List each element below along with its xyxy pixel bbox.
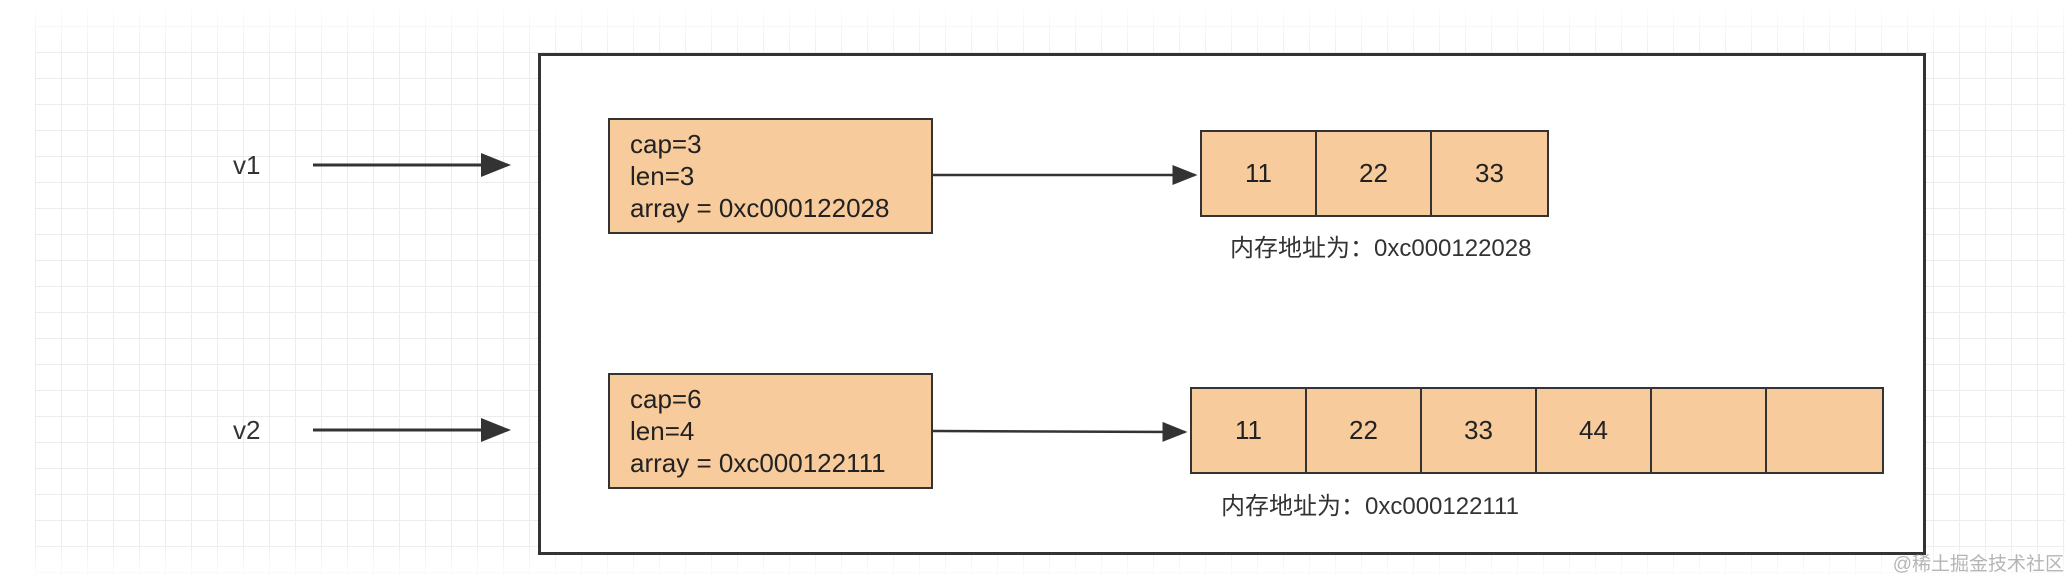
memory-address-label-v1: 内存地址为：0xc000122028 — [1230, 235, 1532, 262]
array-cell: 33 — [1422, 389, 1537, 472]
array-cell: 22 — [1307, 389, 1422, 472]
slice-header-v2: cap=6 len=4 array = 0xc000122111 — [608, 373, 933, 489]
memory-address-label-v2: 内存地址为：0xc000122111 — [1221, 493, 1519, 520]
array-cell: 33 — [1475, 158, 1504, 188]
array-pointer-field: array = 0xc000122028 — [630, 193, 890, 223]
array-pointer-field: array = 0xc000122111 — [630, 448, 886, 478]
slice-header-v1: cap=3 len=3 array = 0xc000122028 — [608, 118, 933, 234]
backing-array-v1: 11 22 33 — [1200, 130, 1549, 217]
array-cell-empty — [1652, 389, 1767, 472]
array-cell: 44 — [1537, 389, 1652, 472]
array-cell: 11 — [1192, 389, 1307, 472]
watermark: @稀土掘金技术社区 — [1892, 554, 2064, 575]
backing-array-v2: 11 22 33 44 — [1190, 387, 1884, 474]
cap-field: cap=6 — [630, 384, 702, 414]
variable-label-v2: v2 — [233, 415, 261, 445]
array-cell: 11 — [1202, 132, 1317, 215]
variable-label-v1: v1 — [233, 150, 261, 180]
len-field: len=3 — [630, 161, 695, 191]
data-pointer-arrow-v2 — [932, 421, 1188, 442]
array-cell: 22 — [1317, 132, 1432, 215]
len-field: len=4 — [630, 416, 695, 446]
cap-field: cap=3 — [630, 129, 702, 159]
